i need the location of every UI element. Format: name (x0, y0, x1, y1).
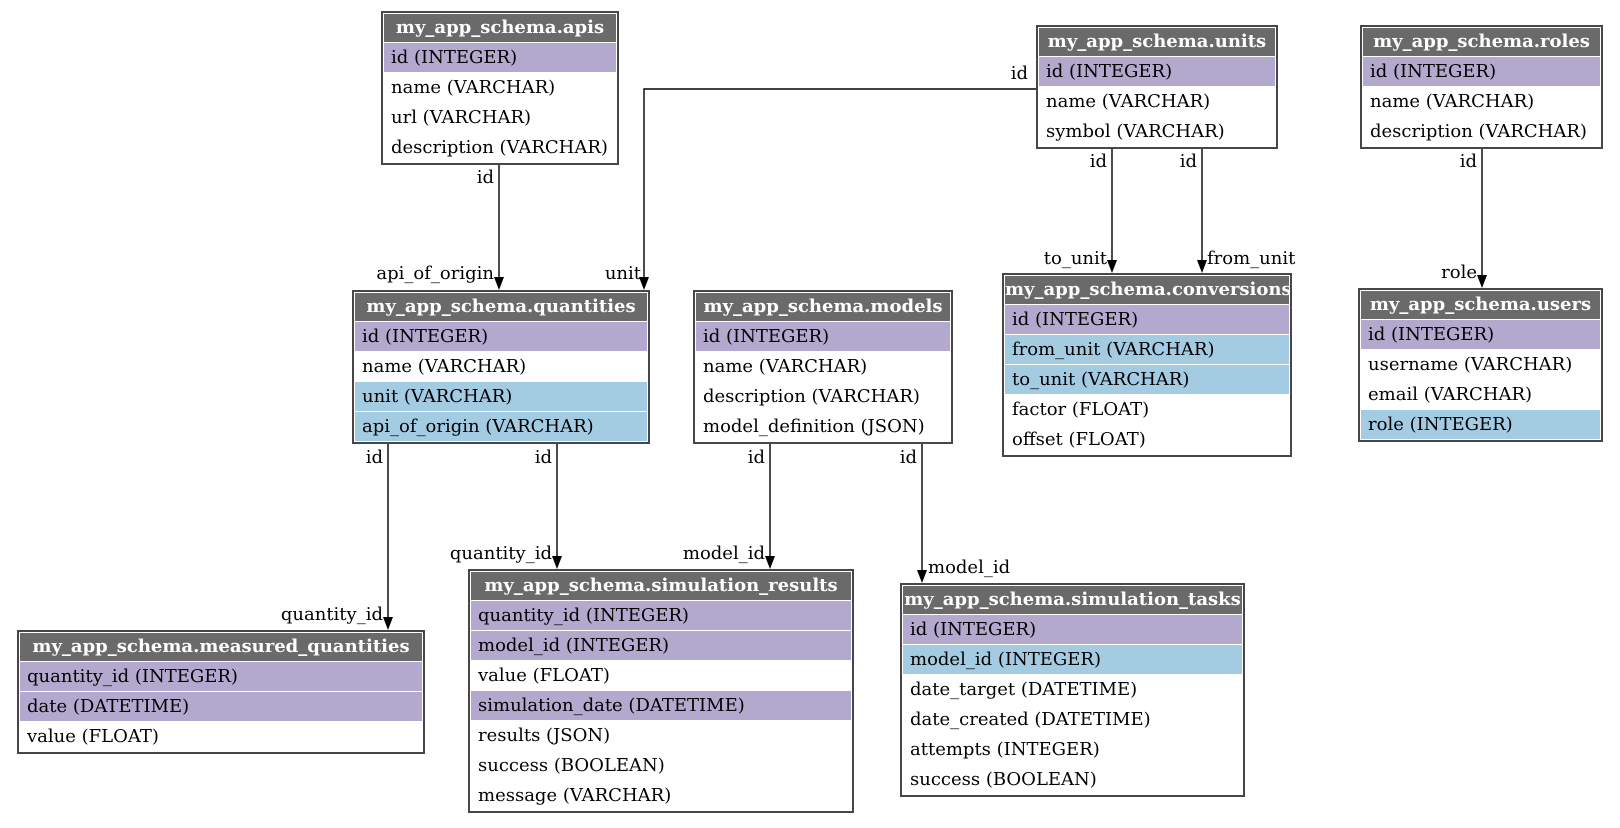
column-row-value: value (FLOAT) (471, 661, 851, 690)
column-row-description: description (VARCHAR) (384, 133, 616, 162)
edge-tail-label: id (534, 447, 552, 468)
edge-head-label: to_unit (1043, 248, 1107, 269)
edge-tail-label: id (1179, 151, 1197, 172)
column-row-id: id (INTEGER) (1361, 320, 1600, 349)
column-row-success: success (BOOLEAN) (903, 765, 1242, 794)
column-row-success: success (BOOLEAN) (471, 751, 851, 780)
arrowhead-icon (917, 570, 927, 583)
edge-tail-label: id (1010, 63, 1028, 84)
column-row-offset: offset (FLOAT) (1005, 425, 1289, 454)
table-header: my_app_schema.conversions (1005, 276, 1289, 304)
column-row-quantity-id: quantity_id (INTEGER) (471, 601, 851, 630)
column-row-id: id (INTEGER) (384, 43, 616, 72)
column-row-symbol: symbol (VARCHAR) (1039, 117, 1275, 146)
table-header: my_app_schema.quantities (355, 293, 647, 321)
column-row-name: name (VARCHAR) (384, 73, 616, 102)
edge-head-label: model_id (928, 557, 1011, 578)
edge-head-label: api_of_origin (376, 263, 494, 284)
column-row-date: date (DATETIME) (20, 692, 422, 721)
edge-tail-label: id (1459, 151, 1477, 172)
column-row-username: username (VARCHAR) (1361, 350, 1600, 379)
edge-tail-label: id (365, 447, 383, 468)
column-row-date-created: date_created (DATETIME) (903, 705, 1242, 734)
column-row-name: name (VARCHAR) (696, 352, 950, 381)
arrowhead-icon (552, 556, 562, 569)
table-header: my_app_schema.models (696, 293, 950, 321)
column-row-name: name (VARCHAR) (1039, 87, 1275, 116)
edge-head-label: unit (604, 263, 641, 284)
column-row-results: results (JSON) (471, 721, 851, 750)
column-row-id: id (INTEGER) (696, 322, 950, 351)
column-row-from-unit: from_unit (VARCHAR) (1005, 335, 1289, 364)
column-row-name: name (VARCHAR) (1363, 87, 1600, 116)
arrowhead-icon (1477, 275, 1487, 288)
table-header: my_app_schema.users (1361, 291, 1600, 319)
column-row-id: id (INTEGER) (903, 615, 1242, 644)
edge-head-label: quantity_id (449, 543, 552, 564)
column-row-model-id: model_id (INTEGER) (903, 645, 1242, 674)
column-row-factor: factor (FLOAT) (1005, 395, 1289, 424)
column-row-model-id: model_id (INTEGER) (471, 631, 851, 660)
table-header: my_app_schema.simulation_tasks (903, 586, 1242, 614)
edge-head-label: from_unit (1207, 248, 1296, 269)
column-row-api-of-origin: api_of_origin (VARCHAR) (355, 412, 647, 441)
arrowhead-icon (1197, 260, 1207, 273)
column-row-id: id (INTEGER) (1039, 57, 1275, 86)
edge-head-label: model_id (682, 543, 765, 564)
arrowhead-icon (383, 617, 393, 630)
column-row-description: description (VARCHAR) (696, 382, 950, 411)
table-header: my_app_schema.units (1039, 28, 1275, 56)
arrowhead-icon (494, 277, 504, 290)
column-row-id: id (INTEGER) (1363, 57, 1600, 86)
edge-head-label: quantity_id (280, 604, 383, 625)
column-row-model-definition: model_definition (JSON) (696, 412, 950, 441)
column-row-unit: unit (VARCHAR) (355, 382, 647, 411)
column-row-message: message (VARCHAR) (471, 781, 851, 810)
edge-tail-label: id (476, 167, 494, 188)
column-row-value: value (FLOAT) (20, 722, 422, 751)
table-header: my_app_schema.apis (384, 14, 616, 42)
column-row-role: role (INTEGER) (1361, 410, 1600, 439)
edge-head-label: role (1441, 262, 1477, 283)
relationship-line (643, 88, 1036, 280)
arrowhead-icon (765, 556, 775, 569)
column-row-to-unit: to_unit (VARCHAR) (1005, 365, 1289, 394)
column-row-attempts: attempts (INTEGER) (903, 735, 1242, 764)
edge-tail-label: id (1089, 151, 1107, 172)
table-header: my_app_schema.simulation_results (471, 572, 851, 600)
edge-tail-label: id (899, 447, 917, 468)
column-row-email: email (VARCHAR) (1361, 380, 1600, 409)
column-row-id: id (INTEGER) (1005, 305, 1289, 334)
edge-tail-label: id (747, 447, 765, 468)
column-row-name: name (VARCHAR) (355, 352, 647, 381)
column-row-id: id (INTEGER) (355, 322, 647, 351)
column-row-quantity-id: quantity_id (INTEGER) (20, 662, 422, 691)
column-row-description: description (VARCHAR) (1363, 117, 1600, 146)
table-header: my_app_schema.measured_quantities (20, 633, 422, 661)
column-row-simulation-date: simulation_date (DATETIME) (471, 691, 851, 720)
column-row-date-target: date_target (DATETIME) (903, 675, 1242, 704)
arrowhead-icon (1107, 260, 1117, 273)
table-header: my_app_schema.roles (1363, 28, 1600, 56)
column-row-url: url (VARCHAR) (384, 103, 616, 132)
